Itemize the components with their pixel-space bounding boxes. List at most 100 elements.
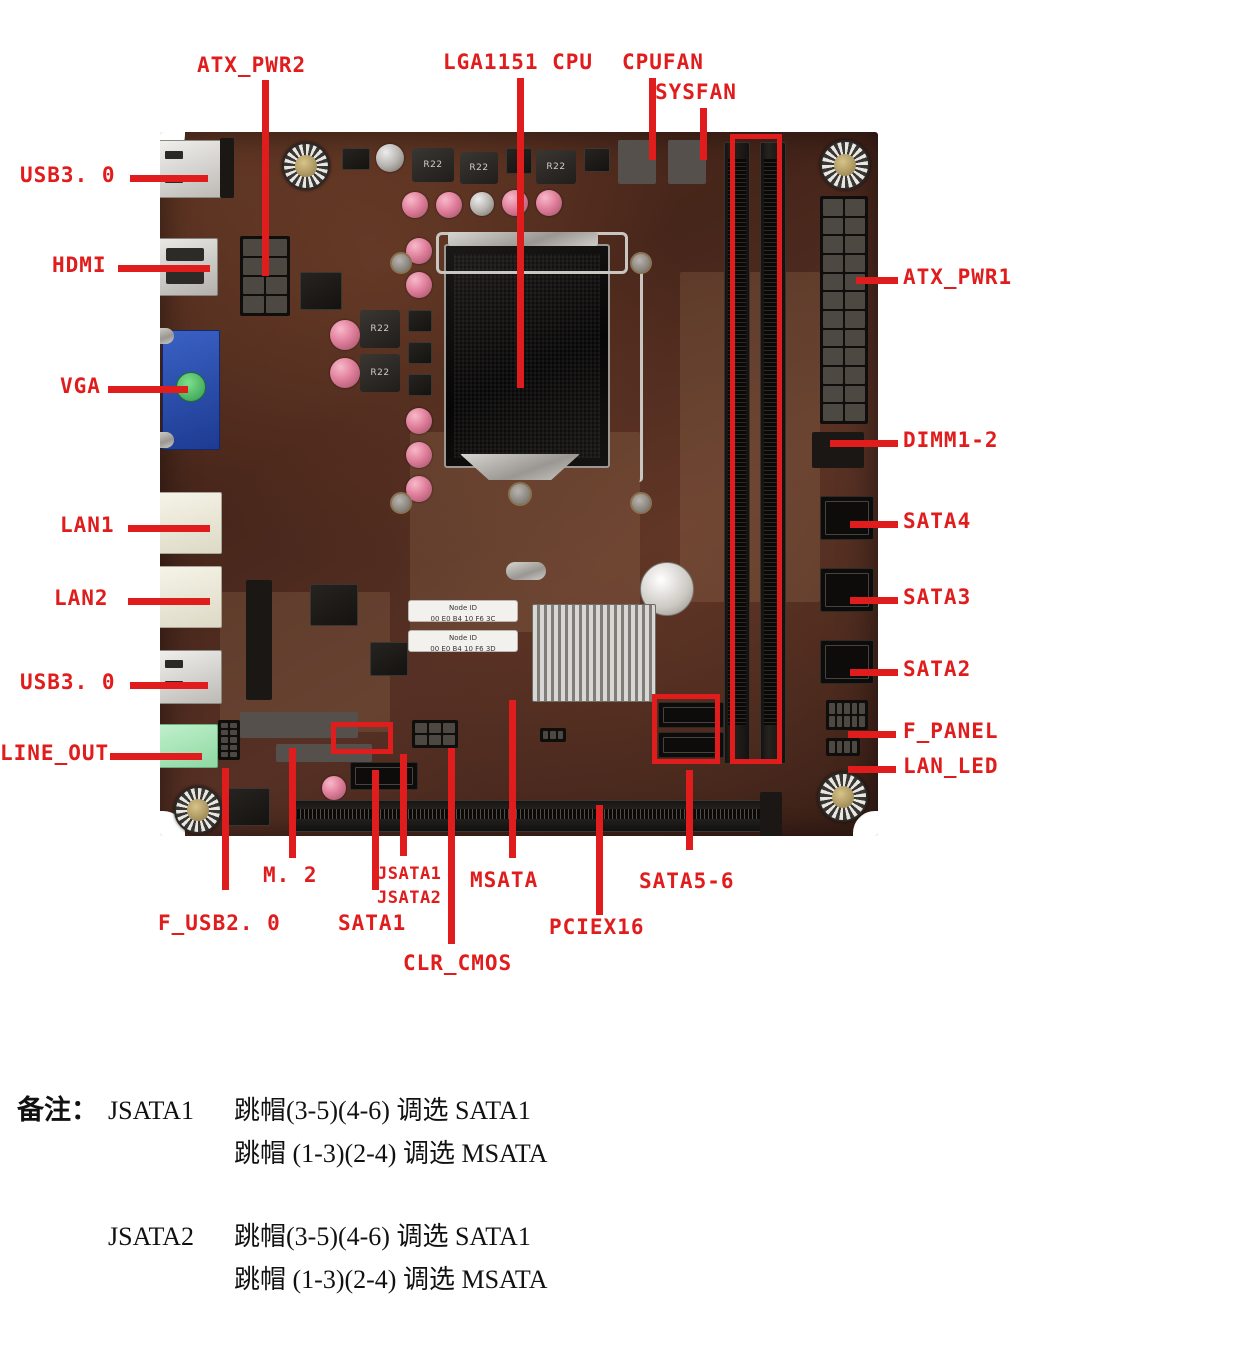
note-text-jsata2-1: 跳帽(3-5)(4-6) 调选 SATA1 xyxy=(234,1222,531,1251)
callout-lga1151-cpu: LGA1151 CPU xyxy=(443,50,594,74)
electrolytic-capacitor xyxy=(330,358,360,388)
notes-block: 备注： JSATA1 跳帽(3-5)(4-6) 调选 SATA1 跳帽 (1-3… xyxy=(0,1010,1245,1296)
callout-atx-pwr1: ATX_PWR1 xyxy=(903,265,1013,289)
node-id-title: Node ID xyxy=(449,634,477,642)
mosfet xyxy=(408,374,432,396)
inductor-r22: R22 xyxy=(360,310,400,348)
pcie-retention-clip xyxy=(760,792,782,836)
note-text-jsata1-1: 跳帽(3-5)(4-6) 调选 SATA1 xyxy=(234,1096,531,1125)
msata-slot xyxy=(276,744,372,762)
cpu-mount-hole xyxy=(630,252,652,274)
callout-atx-pwr2: ATX_PWR2 xyxy=(197,53,307,77)
node-id-sticker-1: Node ID 00 E0 B4 10 F6 3C xyxy=(408,600,518,622)
node-id-sticker-2: Node ID 00 E0 B4 10 F6 3D xyxy=(408,630,518,652)
io-shield-edge xyxy=(220,138,234,198)
pciex16-slot xyxy=(290,800,772,832)
vga-screw-post xyxy=(160,432,174,448)
atx-pwr1-connector xyxy=(820,196,868,424)
smd-chip xyxy=(370,642,408,676)
electrolytic-capacitor xyxy=(470,192,494,216)
jsata-jumper-block xyxy=(412,720,458,748)
electrolytic-capacitor xyxy=(436,192,462,218)
node-id-value: 00 E0 B4 10 F6 3C xyxy=(430,614,496,622)
note-row-jsata2-line2: 跳帽 (1-3)(2-4) 调选 MSATA xyxy=(0,1259,1245,1296)
mosfet xyxy=(408,310,432,332)
socket-lever-arm xyxy=(560,252,643,482)
node-id-value: 00 E0 B4 10 F6 3D xyxy=(430,644,496,652)
callout-dimm1-2: DIMM1-2 xyxy=(903,428,999,452)
note-text-jsata2-2: 跳帽 (1-3)(2-4) 调选 MSATA xyxy=(234,1265,548,1294)
cpufan-connector xyxy=(618,140,656,184)
inductor-r22: R22 xyxy=(360,354,400,392)
callout-lan1: LAN1 xyxy=(60,513,115,537)
sata4-port xyxy=(820,496,874,540)
sata3-port xyxy=(820,568,874,612)
smd-chip xyxy=(584,148,610,172)
callout-f-usb20: F_USB2. 0 xyxy=(158,911,281,935)
note-key-jsata2: JSATA2 xyxy=(108,1222,195,1251)
callout-usb30-top: USB3. 0 xyxy=(20,163,116,187)
callout-sata4: SATA4 xyxy=(903,509,972,533)
rear-hdmi-port xyxy=(160,238,218,296)
vga-screw-post xyxy=(160,328,174,344)
ram-chip xyxy=(246,580,272,700)
callout-f-panel: F_PANEL xyxy=(903,719,999,743)
notes-prefix: 备注： xyxy=(17,1095,98,1125)
rear-usb30-port-top xyxy=(160,140,222,198)
rear-usb30-port-bottom xyxy=(160,650,222,704)
note-text-jsata1-2: 跳帽 (1-3)(2-4) 调选 MSATA xyxy=(234,1139,548,1168)
smd-chip xyxy=(342,148,370,170)
smd-chip xyxy=(506,148,532,174)
sata6-port xyxy=(658,732,724,758)
electrolytic-capacitor xyxy=(406,442,432,468)
callout-sata2: SATA2 xyxy=(903,657,972,681)
callout-hdmi: HDMI xyxy=(52,253,107,277)
cpu-mount-hole xyxy=(508,482,532,506)
mosfet xyxy=(408,342,432,364)
bottom-left-inductor-coil xyxy=(174,786,222,834)
callout-pciex16: PCIEX16 xyxy=(549,915,645,939)
callout-sysfan: SYSFAN xyxy=(655,80,737,104)
sysfan-connector xyxy=(668,140,706,184)
electrolytic-capacitor xyxy=(406,408,432,434)
sata2-port xyxy=(820,640,874,684)
electrolytic-capacitor xyxy=(502,190,528,216)
right-edge-component xyxy=(812,432,864,468)
rear-lan1-port xyxy=(160,492,222,554)
motherboard-diagram: R22 R22 R22 R22 R22 xyxy=(0,50,1013,975)
rear-line-out-jack xyxy=(160,724,218,768)
inductor-r22: R22 xyxy=(460,152,498,184)
vga-indicator-icon xyxy=(176,372,206,402)
electrolytic-capacitor xyxy=(402,192,428,218)
callout-lan-led: LAN_LED xyxy=(903,754,999,778)
note-row-jsata1-line1: 备注： JSATA1 跳帽(3-5)(4-6) 调选 SATA1 xyxy=(0,1088,1245,1127)
callout-lan2: LAN2 xyxy=(54,586,109,610)
note-row-jsata1-line2: 跳帽 (1-3)(2-4) 调选 MSATA xyxy=(0,1133,1245,1170)
electrolytic-capacitor xyxy=(536,190,562,216)
callout-line-out: LINE_OUT xyxy=(0,741,110,765)
f-usb20-header xyxy=(218,720,240,760)
super-io-chip xyxy=(310,584,358,626)
top-left-inductor-coil xyxy=(282,142,330,190)
inductor-r22: R22 xyxy=(536,150,576,184)
smd-chip xyxy=(228,788,270,826)
callout-usb30-bottom: USB3. 0 xyxy=(20,670,116,694)
pwm-controller-chip xyxy=(300,272,342,310)
electrolytic-capacitor xyxy=(330,320,360,350)
pcb-trace xyxy=(680,272,820,602)
cpu-mount-hole xyxy=(390,492,412,514)
atx-pwr2-connector xyxy=(240,236,290,316)
dimm-highlight-rect xyxy=(730,134,782,764)
clr-cmos-jumper xyxy=(540,728,566,742)
electrolytic-capacitor xyxy=(322,776,346,800)
crystal-oscillator xyxy=(506,562,546,580)
lan-led-header xyxy=(826,738,860,756)
sata5-6-highlight-rect xyxy=(652,694,720,764)
rear-lan2-port xyxy=(160,566,222,628)
callout-clr-cmos: CLR_CMOS xyxy=(403,951,513,975)
callout-vga: VGA xyxy=(60,374,101,398)
callout-jsata2: JSATA2 xyxy=(377,888,442,908)
callout-m2: M. 2 xyxy=(263,863,318,887)
sata1-port xyxy=(350,762,418,790)
lga1151-cpu-socket xyxy=(444,244,610,468)
